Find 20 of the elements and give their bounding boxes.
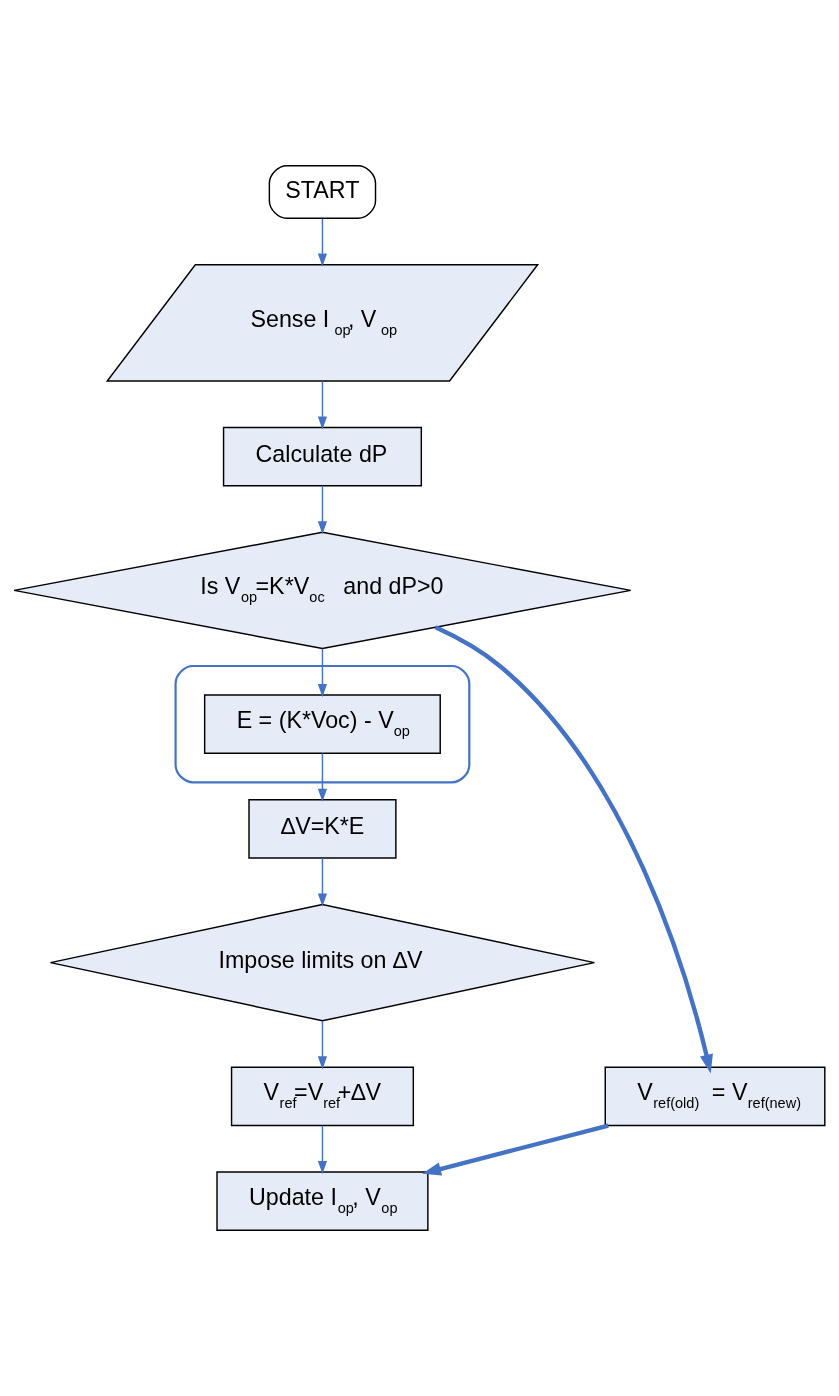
- node-box: V$_{ref}$=V$_{ref}$+∆V: [230, 1066, 415, 1127]
- arrow: [434, 625, 713, 1074]
- arrow: [317, 1020, 328, 1070]
- arrow: [317, 752, 328, 802]
- cluster: [174, 664, 471, 784]
- node-box: Update I$_{op}$, V$_{op}$: [216, 1171, 429, 1231]
- arrow: [422, 1123, 609, 1176]
- arrow: [317, 857, 328, 907]
- arrow: [317, 1124, 328, 1175]
- node-diamond: Is V$_{op}$=K*V$_{oc}$ and dP>0: [13, 531, 632, 650]
- node-box: E = (K*Voc) - V$_{op}$: [203, 694, 441, 754]
- node-diamond: Impose limits on ∆V: [49, 903, 596, 1022]
- arrow: [317, 485, 328, 535]
- arrow: [317, 218, 328, 267]
- node-box: START: [268, 165, 377, 219]
- node-box: Calculate dP: [222, 426, 423, 487]
- arrow: [317, 380, 328, 430]
- arrow: [317, 648, 328, 698]
- node-box: V$_{ref(old)}$ = V$_{ref(new)}$: [604, 1066, 826, 1127]
- node-box: ∆V=K*E: [248, 799, 397, 859]
